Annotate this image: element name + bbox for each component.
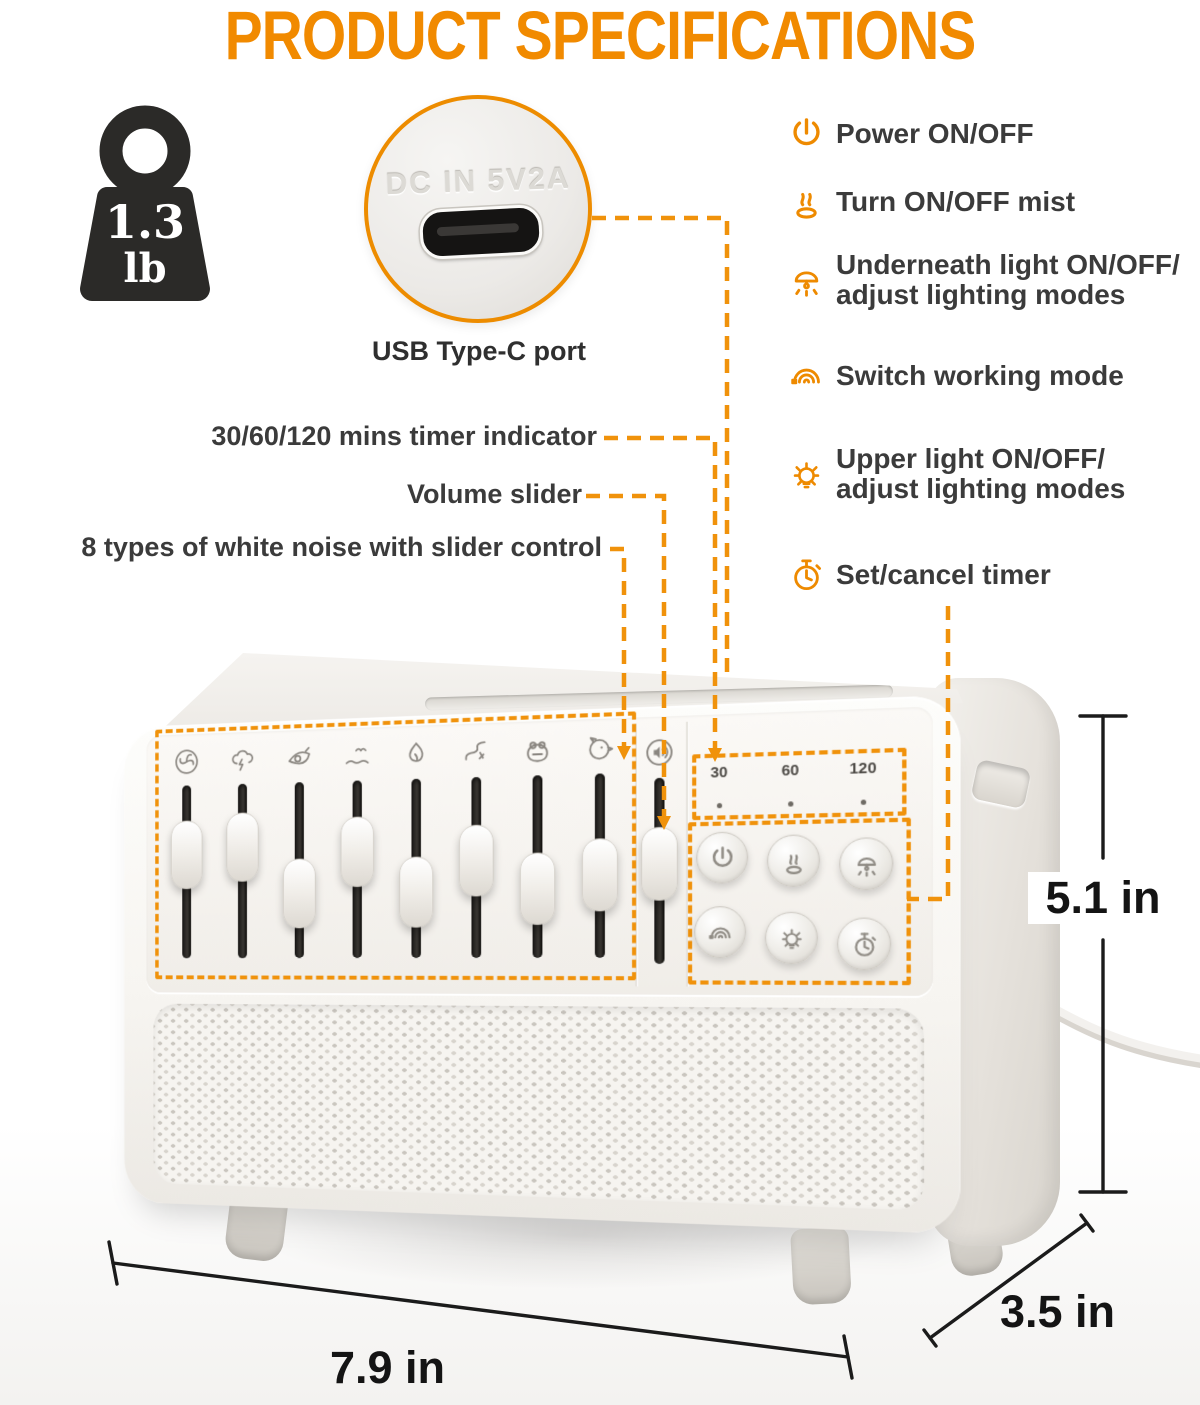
side-handle bbox=[970, 758, 1032, 810]
upper-light-icon bbox=[788, 456, 825, 493]
feature-power-label: Power ON/OFF bbox=[836, 117, 1034, 149]
weight-icon bbox=[80, 105, 210, 301]
feature-mist: Turn ON/OFF mist bbox=[788, 183, 1075, 220]
feature-working-mode: Switch working mode bbox=[788, 357, 1124, 394]
working-mode-button-icon bbox=[706, 918, 734, 946]
volume-slider bbox=[627, 736, 692, 964]
weight-badge: 1.3 lb bbox=[63, 103, 227, 305]
timer-mark-120: 120 bbox=[849, 759, 877, 778]
device-front-panel: 30 60 120 bbox=[124, 694, 961, 1235]
feature-upper-light-label: Upper light ON/OFF/ bbox=[836, 443, 1106, 474]
upper-light-button-icon bbox=[777, 924, 806, 952]
timer-mark-60: 60 bbox=[781, 761, 800, 780]
power-icon bbox=[788, 115, 825, 152]
power-button-icon bbox=[708, 844, 736, 872]
dimension-width: 7.9 in bbox=[330, 1342, 446, 1393]
speaker-icon bbox=[644, 737, 675, 769]
volume-slider-track bbox=[641, 777, 678, 964]
dimension-depth: 3.5 in bbox=[1000, 1286, 1116, 1337]
callout-volume-slider: Volume slider bbox=[406, 479, 582, 509]
callout-timer-indicator: 30/60/120 mins timer indicator bbox=[211, 421, 597, 451]
usb-caption: USB Type-C port bbox=[372, 336, 586, 366]
device-leg-front-right bbox=[790, 1226, 852, 1306]
white-noise-highlight-box bbox=[155, 711, 637, 981]
mist-button-icon bbox=[779, 846, 808, 875]
working-mode-button bbox=[694, 905, 747, 958]
feature-underneath-light: Underneath light ON/OFF/ adjust lighting… bbox=[788, 250, 1180, 310]
feature-upper-light-label2: adjust lighting modes bbox=[836, 473, 1126, 504]
set-timer-icon bbox=[788, 556, 825, 593]
mist-icon bbox=[788, 183, 825, 220]
underneath-light-button-icon bbox=[852, 849, 881, 878]
underneath-light-icon bbox=[788, 262, 825, 299]
feature-mist-label: Turn ON/OFF mist bbox=[836, 185, 1076, 217]
usb-port-inset: DC IN 5V2A bbox=[364, 95, 592, 323]
weight-unit: lb bbox=[123, 245, 167, 292]
usb-c-port-icon bbox=[418, 203, 544, 261]
usb-embossed-text: DC IN 5V2A bbox=[384, 161, 572, 202]
upper-light-button bbox=[764, 911, 818, 964]
feature-power: Power ON/OFF bbox=[788, 115, 1034, 152]
timer-button-icon bbox=[849, 930, 878, 959]
volume-slider-thumb bbox=[641, 826, 678, 901]
feature-working-mode-label: Switch working mode bbox=[836, 359, 1124, 391]
dimension-height: 5.1 in bbox=[1028, 872, 1178, 924]
page-title: PRODUCT SPECIFICATIONS bbox=[224, 0, 977, 74]
timer-mark-30: 30 bbox=[710, 763, 728, 782]
feature-timer-label: Set/cancel timer bbox=[836, 558, 1051, 590]
feature-underneath-light-label2: adjust lighting modes bbox=[836, 279, 1126, 310]
feature-underneath-light-label: Underneath light ON/OFF/ bbox=[836, 249, 1180, 280]
timer-button bbox=[837, 917, 892, 971]
feature-upper-light: Upper light ON/OFF/ adjust lighting mode… bbox=[788, 444, 1125, 504]
callout-white-noise: 8 types of white noise with slider contr… bbox=[81, 532, 602, 562]
feature-timer: Set/cancel timer bbox=[788, 556, 1051, 593]
working-mode-icon bbox=[788, 357, 825, 394]
speaker-grille bbox=[153, 1003, 925, 1211]
weight-value: 1.3 bbox=[104, 195, 186, 249]
